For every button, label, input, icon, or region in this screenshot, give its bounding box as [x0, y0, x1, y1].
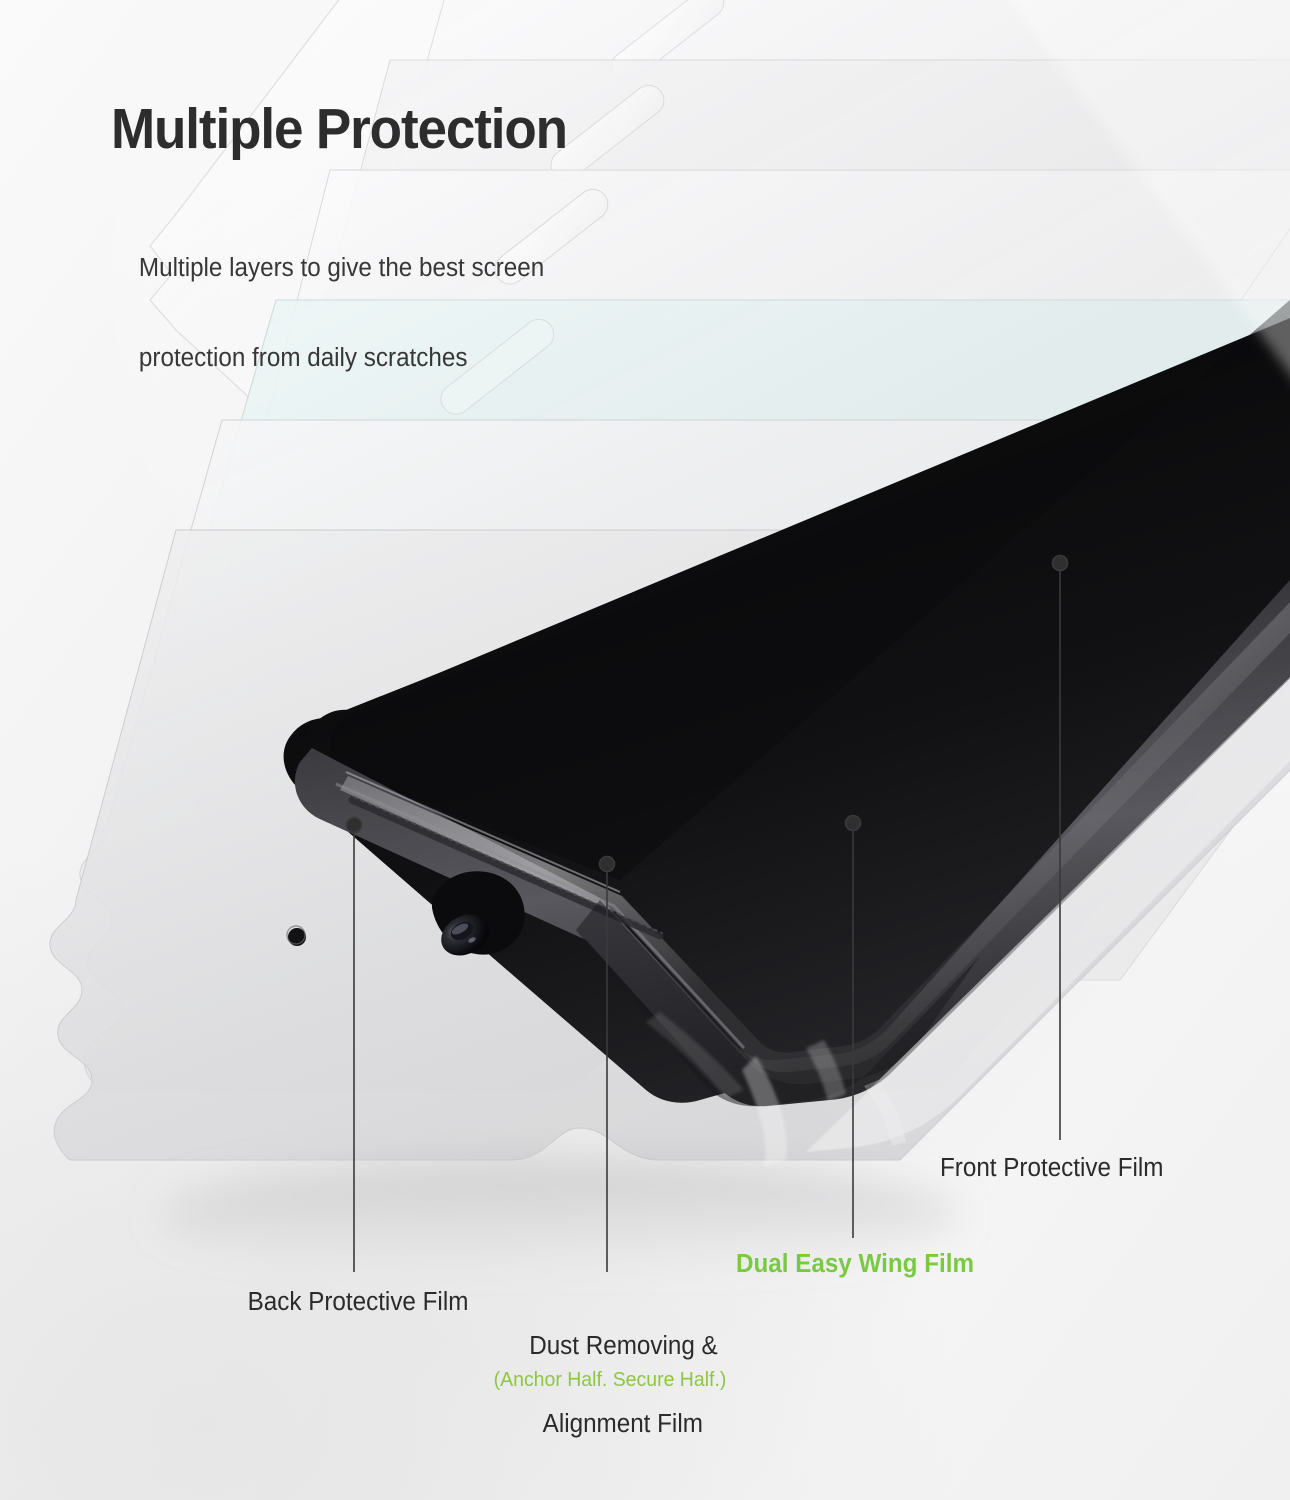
device-shadow: [160, 1159, 960, 1271]
leader-back-protective-film: [345, 816, 363, 1272]
callout-leaders: [345, 554, 1069, 1272]
page-subtitle: Multiple layers to give the best screen …: [112, 201, 544, 426]
callout-label-back-protective-film: Back Protective Film: [247, 1288, 469, 1316]
callout-label-dual-easy-wing-film: Dual Easy Wing Film: [735, 1250, 975, 1278]
corner-gloss: [742, 1056, 787, 1166]
leader-dust-alignment-film: [598, 855, 616, 1272]
leader-front-protective-film: [1051, 554, 1069, 1140]
dust-label-line-2: Alignment Film: [542, 1410, 703, 1438]
film-overlay-front: [804, 676, 1290, 1153]
leader-dual-easy-wing-film: [844, 814, 862, 1238]
smartphone: [283, 299, 1290, 1166]
dust-label-line-1: Dust Removing &: [529, 1332, 718, 1360]
page-title: Multiple Protection: [111, 97, 568, 161]
earpiece-speaker-slot: [440, 318, 555, 415]
callout-label-front-protective-film: Front Protective Film: [940, 1154, 1164, 1182]
callout-note-dust-alignment-film: (Anchor Half. Secure Half.): [493, 1368, 727, 1391]
subtitle-line-2: protection from daily scratches: [138, 344, 468, 372]
callout-label-dust-alignment-film: Dust Removing & Alignment Film: [411, 1288, 810, 1483]
earpiece-speaker-slot: [494, 188, 609, 285]
subtitle-line-1: Multiple layers to give the best screen: [138, 254, 545, 282]
